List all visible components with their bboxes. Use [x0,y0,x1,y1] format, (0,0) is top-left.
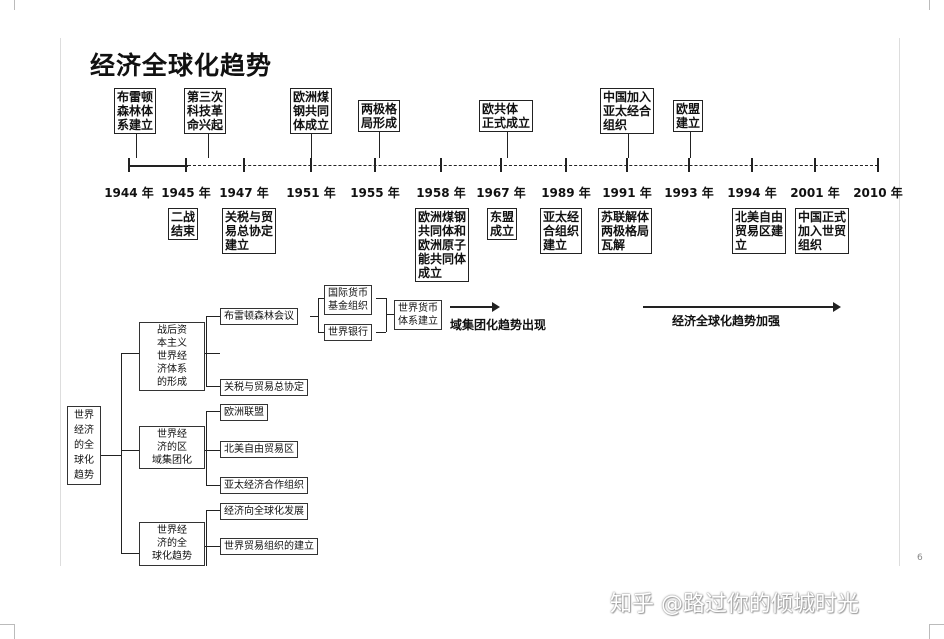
event-box-below: 东盟 成立 [487,208,518,240]
timeline-year-label: 1945 年 [161,186,211,200]
crop-mark [929,0,944,10]
tree-branch: 世界经 济的全 球化趋势 [139,522,205,566]
crop-mark [0,0,15,10]
watermark: 知乎 @路过你的倾城时光 [610,592,859,617]
crop-mark [0,624,15,639]
tree-root: 世界 经济 的全 球化 趋势 [67,406,101,485]
event-box-below: 北美自由 贸易区建 立 [732,208,787,254]
crop-mark [929,624,944,639]
timeline-year-label: 2010 年 [853,186,903,200]
timeline-tick [310,158,312,172]
timeline-axis [128,165,878,167]
timeline-tick [751,158,753,172]
timeline-tick [814,158,816,172]
event-box-above: 布雷顿 森林体 系建立 [114,88,157,134]
timeline-year-label: 1944 年 [104,186,154,200]
page-number: 6 [917,553,923,563]
timeline-tick [500,158,502,172]
tree-leaf: 布雷顿森林会议 [220,308,298,325]
global-arrow [643,303,841,311]
tree-leaf: 关税与贸易总协定 [220,379,308,396]
tree-branch: 战后资 本主义 世界经 济体系 的形成 [139,322,205,391]
timeline-tick [185,158,187,172]
timeline-year-label: 1947 年 [219,186,269,200]
event-box-above: 欧共体 正式成立 [479,100,534,132]
tree-leaf: 欧洲联盟 [220,404,268,421]
timeline-tick [440,158,442,172]
event-box-below: 关税与贸 易总协定 建立 [222,208,277,254]
global-trend-label: 经济全球化趋势加强 [672,314,781,328]
timeline-tick [374,158,376,172]
event-box-below: 欧洲煤钢 共同体和 欧洲原子 能共同体 成立 [415,208,470,282]
diagram-title: 经济全球化趋势 [90,51,273,80]
timeline-tick [128,158,130,172]
timeline-tick [688,158,690,172]
event-box-below: 中国正式 加入世贸 组织 [795,208,850,254]
timeline-year-label: 1958 年 [416,186,466,200]
tree-leaf: 北美自由贸易区 [220,441,298,458]
timeline-tick [877,158,879,172]
timeline-year-label: 2001 年 [790,186,840,200]
timeline-year-label: 1991 年 [602,186,652,200]
event-box-below: 亚太经 合组织 建立 [540,208,583,254]
timeline-tick [243,158,245,172]
event-box-above: 欧盟 建立 [673,100,704,132]
timeline-tick [626,158,628,172]
regional-arrow [450,303,500,311]
timeline-year-label: 1994 年 [727,186,777,200]
event-box-below: 苏联解体 两极格局 瓦解 [598,208,653,254]
tree-leaf: 亚太经济合作组织 [220,477,308,494]
tree-leaf: 世界贸易组织的建立 [220,538,318,555]
timeline-year-label: 1989 年 [541,186,591,200]
tree-result: 世界货币 体系建立 [394,300,442,330]
timeline-year-label: 1967 年 [476,186,526,200]
tree-branch: 世界经 济的区 域集团化 [139,426,205,469]
timeline-year-label: 1993 年 [664,186,714,200]
event-box-above: 欧洲煤 钢共同 体成立 [290,88,333,134]
tree-sub-leaf: 国际货币 基金组织 [324,285,372,315]
timeline-tick [565,158,567,172]
tree-sub-leaf: 世界银行 [324,324,372,341]
regional-trend-label: 域集团化趋势出现 [450,318,547,332]
timeline-year-label: 1955 年 [350,186,400,200]
event-box-above: 两极格 局形成 [358,100,401,132]
tree-leaf: 经济向全球化发展 [220,503,308,520]
event-box-below: 二战 结束 [168,208,199,240]
event-box-above: 第三次 科技革 命兴起 [184,88,227,134]
timeline-year-label: 1951 年 [286,186,336,200]
event-box-above: 中国加入 亚太经合 组织 [600,88,655,134]
